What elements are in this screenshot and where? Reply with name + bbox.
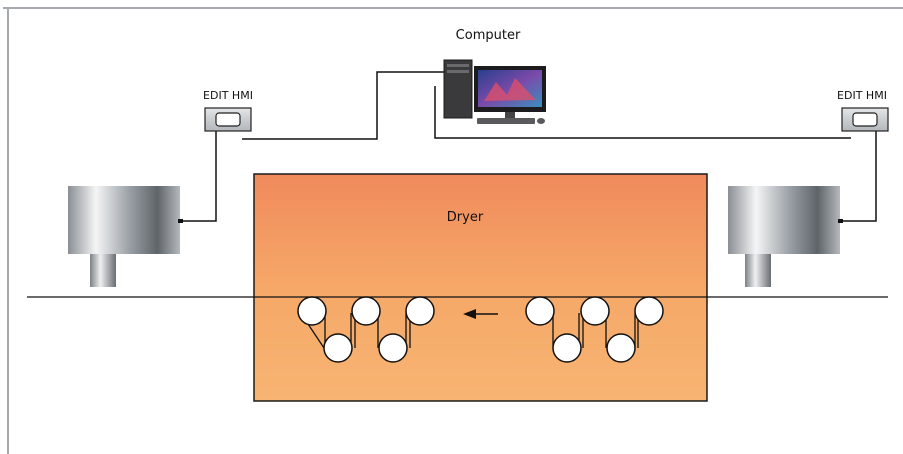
- hmi-panel-icon: [204, 107, 252, 132]
- right-hmi-label: EDIT HMI: [837, 89, 887, 102]
- roller-icon: [351, 296, 381, 326]
- computer-label: Computer: [456, 28, 521, 43]
- left-hmi-screen: [215, 112, 241, 127]
- left-sensor-nozzle: [90, 254, 116, 287]
- computer-tower: [443, 59, 473, 119]
- roller-icon: [405, 296, 435, 326]
- roller-icon: [606, 333, 636, 363]
- right-hmi-screen: [852, 112, 878, 127]
- web-sensor-head-icon: [68, 186, 183, 287]
- right-sensor-housing: [728, 186, 840, 254]
- wire-left-hmi-to-sensor: [181, 131, 217, 222]
- computer-keyboard: [477, 118, 535, 124]
- roller-icon: [634, 296, 664, 326]
- wiring: [181, 71, 877, 222]
- roller-set-left: [297, 296, 435, 363]
- frame: [3, 7, 903, 454]
- desktop-computer-icon: [443, 59, 546, 124]
- roller-icon: [297, 296, 327, 326]
- computer-screen: [478, 70, 542, 107]
- arrow-left-icon: [463, 309, 498, 319]
- roller-icon: [525, 296, 555, 326]
- roller-icon: [580, 296, 610, 326]
- roller-icon: [323, 333, 353, 363]
- roller-set-right: [525, 296, 664, 363]
- wire-left-hmi-to-computer: [242, 71, 446, 140]
- hmi-panel-icon: [841, 107, 889, 132]
- computer-mouse: [537, 118, 545, 124]
- roller-icon: [552, 333, 582, 363]
- left-hmi-label: EDIT HMI: [203, 89, 253, 102]
- roller-icon: [378, 333, 408, 363]
- dryer-chamber: [253, 173, 708, 402]
- right-sensor-nozzle: [745, 254, 771, 287]
- wire-right-hmi-to-sensor: [842, 131, 877, 222]
- web-sensor-head-icon: [728, 186, 843, 287]
- dryer-label: Dryer: [447, 210, 484, 225]
- left-sensor-housing: [68, 186, 180, 254]
- wire-computer-to-right-hmi: [434, 86, 851, 139]
